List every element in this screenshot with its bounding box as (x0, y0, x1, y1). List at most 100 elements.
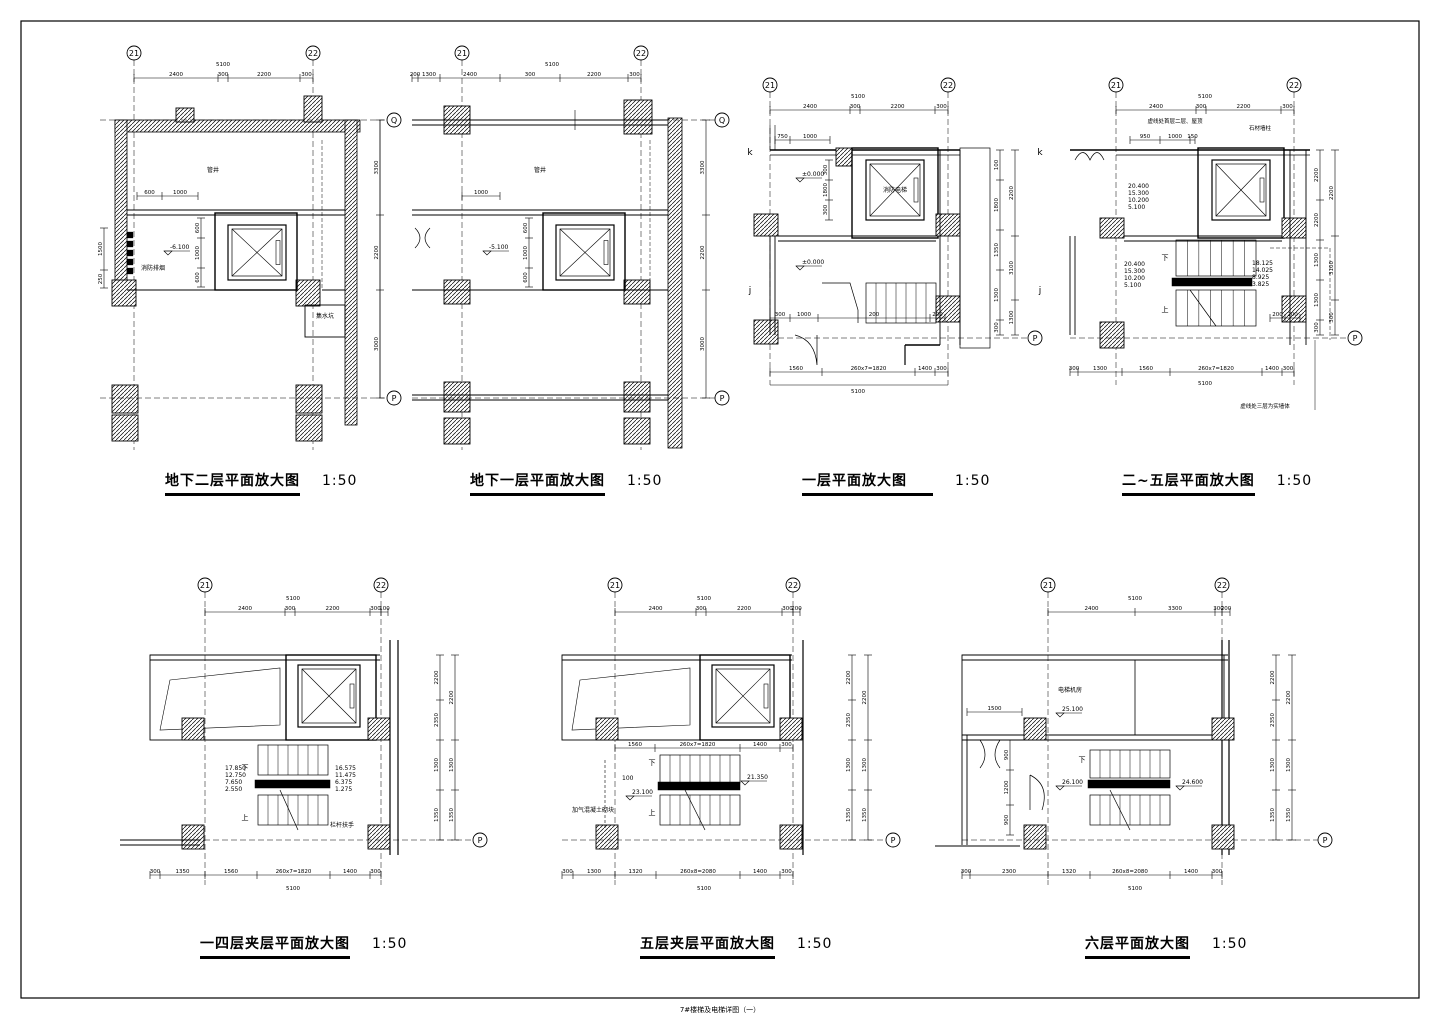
dimension-label: 200 (1272, 312, 1283, 318)
level-label: 25.100 (1062, 706, 1083, 713)
dimension-label: 300 (370, 869, 381, 875)
dimension-label: 200 (932, 312, 943, 318)
elevator-car (711, 664, 775, 728)
dimension-label: 300 (1282, 104, 1293, 110)
room-label: 集水坑 (316, 312, 334, 320)
dimension-label: 260x7=1820 (680, 742, 716, 748)
dimension-label: 2200 (434, 670, 440, 684)
column (181, 824, 205, 850)
dimension-label: 300 (782, 606, 793, 612)
dimension-label: 3300 (1168, 606, 1182, 612)
dimension-label: 1500 (988, 706, 1002, 712)
dimension-label: 200 (791, 606, 802, 612)
axis-label: 21 (1043, 581, 1053, 590)
dimension-label: 2200 (257, 72, 271, 78)
dimension-label: 1350 (846, 808, 852, 822)
column (1281, 295, 1307, 323)
column (835, 147, 853, 167)
sheet-title: 7#楼梯及电梯详图（一） (679, 1006, 761, 1014)
level-marker (1175, 785, 1185, 791)
level-label: 17.850 (225, 765, 246, 772)
dimension-total: 5100 (851, 389, 865, 395)
column (623, 99, 653, 135)
dimension-label: 260x7=1820 (851, 366, 887, 372)
dimension-label: 600 (195, 272, 201, 283)
duct-space (959, 147, 991, 349)
dimension-label: 2400 (238, 606, 252, 612)
column (181, 717, 205, 741)
level-marker (1055, 712, 1065, 718)
dimension-label: 1300 (862, 758, 868, 772)
dimension-label: 1350 (862, 808, 868, 822)
dimension-label: 750 (777, 134, 788, 140)
level-label: 21.350 (747, 774, 768, 781)
plan-title-f1: 一层平面放大图 (802, 470, 933, 496)
axis-label: 21 (1111, 81, 1121, 90)
counterweight (603, 240, 609, 265)
dimension-label: 300 (1069, 366, 1080, 372)
axis-label: j (1038, 286, 1042, 296)
stair-landing-line (822, 282, 859, 323)
dimension-label: 950 (1140, 134, 1151, 140)
slab-opening (571, 667, 691, 731)
level-marker (1055, 785, 1065, 791)
counterweight (763, 683, 769, 709)
level-label: 26.100 (1062, 779, 1083, 786)
dimension-label: 1000 (1168, 134, 1182, 140)
stair-direction-label: 上 (649, 808, 656, 817)
axis-label: 22 (1217, 581, 1227, 590)
column (295, 414, 323, 442)
dimension-label: 1000 (797, 312, 811, 318)
column (443, 381, 471, 413)
axis-label: 21 (610, 581, 620, 590)
elevator-car (297, 664, 361, 728)
axis-bubble (472, 832, 488, 848)
dimension-label: 1400 (1265, 366, 1279, 372)
axis-label: 22 (376, 581, 386, 590)
dimension-total: 5100 (851, 94, 865, 100)
dimension-total: 5100 (216, 62, 230, 68)
dimension-label: 900 (1004, 814, 1010, 825)
plan-scale-f1_4m: 1:50 (372, 936, 408, 952)
dimension-label: 1300 (1270, 758, 1276, 772)
dimension-label: 300 (1196, 104, 1207, 110)
elevator-shaft (542, 212, 626, 291)
dimension-label: 2200 (1009, 186, 1015, 200)
dimension-label: 1300 (449, 758, 455, 772)
dimension-total: 5100 (545, 62, 559, 68)
elevator-shaft (1197, 147, 1285, 239)
level-label: 20.400 (1124, 261, 1145, 268)
dimension-label: 260x7=1820 (1198, 366, 1234, 372)
dimension-label: 2200 (891, 104, 905, 110)
stair-direction-label: 下 (1162, 254, 1169, 262)
dimension-label: 1300 (1314, 253, 1320, 267)
dimension-label: 1300 (994, 288, 1000, 302)
dimension-label: 100 (379, 606, 390, 612)
axis-label: 22 (943, 81, 953, 90)
dimension-label: 1350 (449, 808, 455, 822)
dimension-label: 1560 (1139, 366, 1153, 372)
axis-label: j (748, 286, 752, 296)
dimension-label: 300 (1283, 366, 1294, 372)
column (295, 279, 321, 307)
room-label: 电梯机房 (1058, 686, 1082, 694)
level-label: 8.925 (1252, 274, 1269, 281)
axis-label: 21 (200, 581, 210, 590)
hatched-wall (667, 117, 683, 449)
dimension-label: 1300 (846, 758, 852, 772)
dimension-label: 1350 (994, 243, 1000, 257)
column (295, 384, 323, 414)
door-swing (1029, 774, 1045, 811)
dimension-label: 260x8=2080 (1112, 869, 1148, 875)
dimension-label: 200 (869, 312, 880, 318)
elevator-car-inner (1215, 163, 1267, 217)
axis-label: 21 (129, 49, 139, 58)
stair-direction-label: 下 (1079, 756, 1086, 764)
column (1099, 217, 1125, 239)
dimension-label: 2400 (649, 606, 663, 612)
level-label: 7.650 (225, 779, 242, 786)
column (623, 417, 651, 445)
sheet-frame (20, 20, 1420, 999)
